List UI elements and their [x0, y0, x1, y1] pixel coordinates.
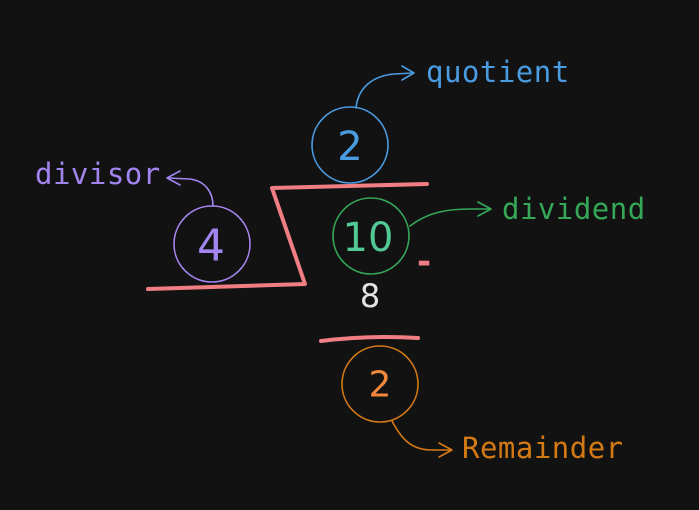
dividend-arrowhead-icon [477, 201, 492, 217]
dividend-label: dividend [502, 192, 646, 226]
dividend-circle [332, 197, 410, 275]
minus-sign: - [417, 242, 431, 282]
subtraction-line [319, 335, 420, 343]
divisor-arrow [167, 177, 214, 207]
remainder-label: Remainder [462, 431, 624, 465]
quotient-arrow [355, 72, 414, 109]
product-value: 8 [360, 277, 380, 315]
remainder-value: 2 [369, 365, 392, 406]
remainder-arrowhead-icon [438, 442, 453, 458]
dividend-arrow [409, 208, 491, 227]
quotient-arrowhead-icon [401, 65, 415, 81]
divisor-arrowhead-icon [166, 170, 181, 186]
divisor-label: divisor [35, 157, 161, 191]
dividend-value: 10 [343, 215, 394, 261]
division-bracket [146, 182, 429, 291]
divisor-value: 4 [197, 221, 225, 272]
quotient-label: quotient [426, 55, 570, 89]
remainder-arrow [391, 420, 452, 451]
quotient-value: 2 [337, 124, 362, 170]
divisor-circle [173, 205, 251, 283]
quotient-circle [311, 106, 389, 184]
remainder-circle [341, 345, 419, 423]
